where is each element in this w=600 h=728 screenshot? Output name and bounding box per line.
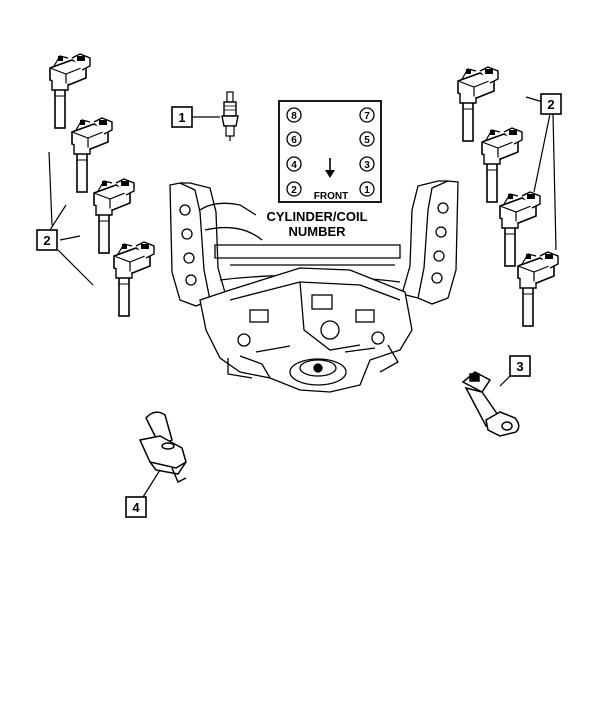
mounting-bracket bbox=[138, 411, 187, 484]
callout-2-right-label: 2 bbox=[547, 97, 554, 112]
callout-4-label: 4 bbox=[132, 500, 140, 515]
callout-1: 1 bbox=[171, 106, 220, 128]
sensor bbox=[461, 371, 520, 437]
callout-2-right: 2 bbox=[525, 93, 562, 251]
callout-2-left-label: 2 bbox=[43, 233, 50, 248]
cylinder-1: 1 bbox=[364, 185, 370, 196]
caption-line-2: NUMBER bbox=[288, 224, 346, 239]
front-label: FRONT bbox=[314, 191, 348, 202]
front-arrow-icon bbox=[325, 158, 335, 178]
ignition-coil-left-4 bbox=[113, 241, 155, 317]
cylinder-right-column: 7 5 3 1 bbox=[359, 107, 375, 197]
callout-4: 4 bbox=[125, 469, 161, 518]
cylinder-6: 6 bbox=[291, 135, 297, 146]
ignition-coil-right-2 bbox=[481, 127, 523, 203]
ignition-coil-left-1 bbox=[49, 53, 91, 129]
ignition-coil-right-4 bbox=[517, 251, 559, 327]
callout-2-left: 2 bbox=[36, 151, 94, 286]
callout-3: 3 bbox=[499, 355, 531, 387]
ignition-coil-left-3 bbox=[93, 178, 135, 254]
cylinder-2: 2 bbox=[291, 185, 297, 196]
callout-3-label: 3 bbox=[516, 359, 523, 374]
engine-illustration bbox=[169, 180, 459, 393]
cylinder-4: 4 bbox=[291, 160, 297, 171]
cylinder-7: 7 bbox=[364, 111, 370, 122]
cylinder-5: 5 bbox=[364, 135, 370, 146]
cylinder-3: 3 bbox=[364, 160, 370, 171]
firing-order-grid: 8 6 4 2 7 5 3 1 FRONT bbox=[278, 100, 382, 203]
cylinder-left-column: 8 6 4 2 bbox=[286, 107, 302, 197]
cylinder-8: 8 bbox=[291, 111, 297, 122]
callout-1-label: 1 bbox=[178, 110, 185, 125]
spark-plug bbox=[221, 91, 239, 141]
caption-line-1: CYLINDER/COIL bbox=[266, 209, 367, 224]
